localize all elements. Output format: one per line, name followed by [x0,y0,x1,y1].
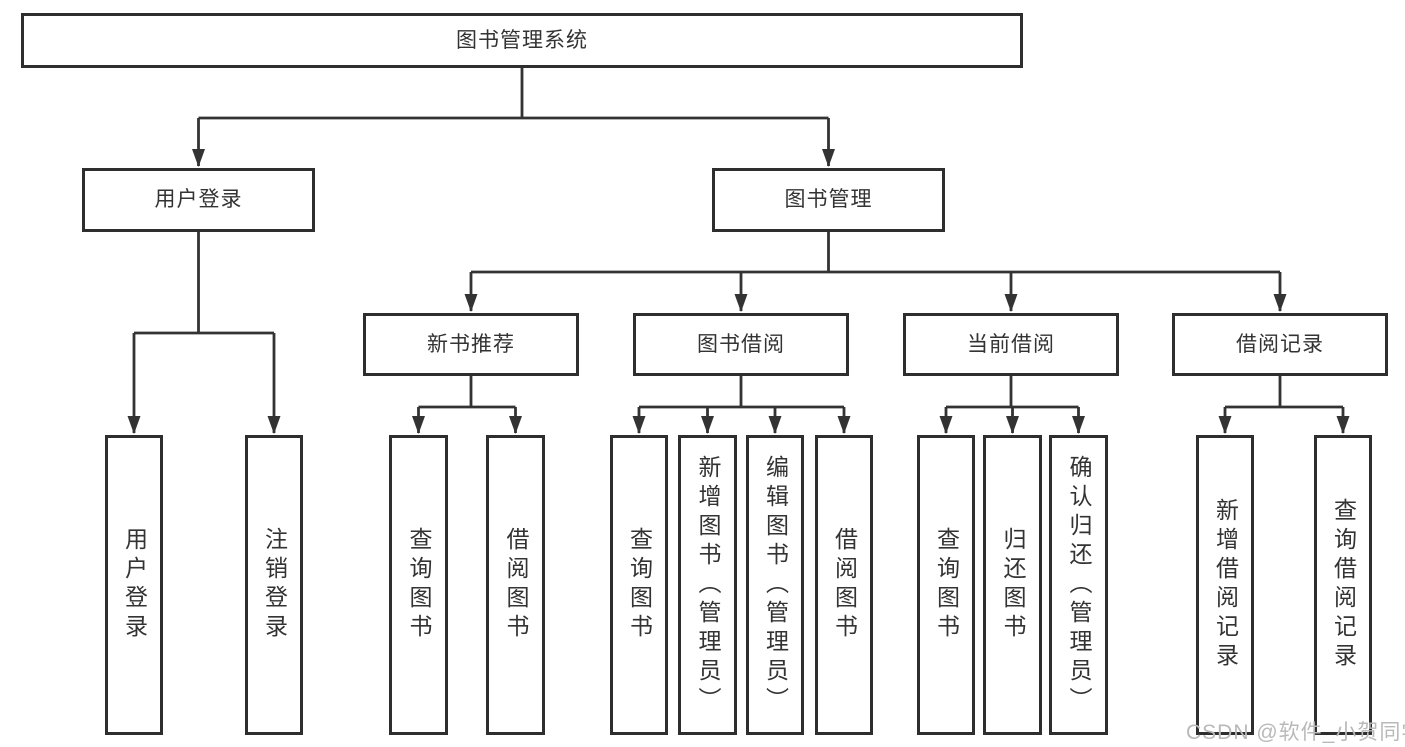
leaf-query-books-recommend: 查询图书 [389,435,448,735]
node-library-management-system: 图书管理系统 [21,13,1023,68]
leaf-confirm-return-admin: 确认归还（管理员） [1049,435,1108,735]
node-borrow-records: 借阅记录 [1172,313,1388,376]
node-book-borrow: 图书借阅 [633,313,849,376]
leaf-add-borrow-record: 新增借阅记录 [1196,435,1254,735]
node-user-login: 用户登录 [82,168,315,232]
leaf-query-books-current: 查询图书 [917,435,975,735]
leaf-logout: 注销登录 [245,435,303,735]
leaf-add-book-admin: 新增图书（管理员） [678,435,737,735]
leaf-edit-book-admin: 编辑图书（管理员） [746,435,804,735]
leaf-query-books-borrow: 查询图书 [610,435,668,735]
leaf-query-borrow-record: 查询借阅记录 [1314,435,1372,735]
node-current-borrow: 当前借阅 [903,313,1119,376]
leaf-user-login: 用户登录 [105,435,163,735]
node-book-management: 图书管理 [712,168,945,232]
leaf-borrow-books-borrow: 借阅图书 [815,435,873,735]
leaf-return-book: 归还图书 [983,435,1042,735]
leaf-borrow-books-recommend: 借阅图书 [486,435,545,735]
node-new-book-recommend: 新书推荐 [363,313,579,376]
csdn-watermark: CSDN @软件_小贺同学 [1186,721,1405,744]
